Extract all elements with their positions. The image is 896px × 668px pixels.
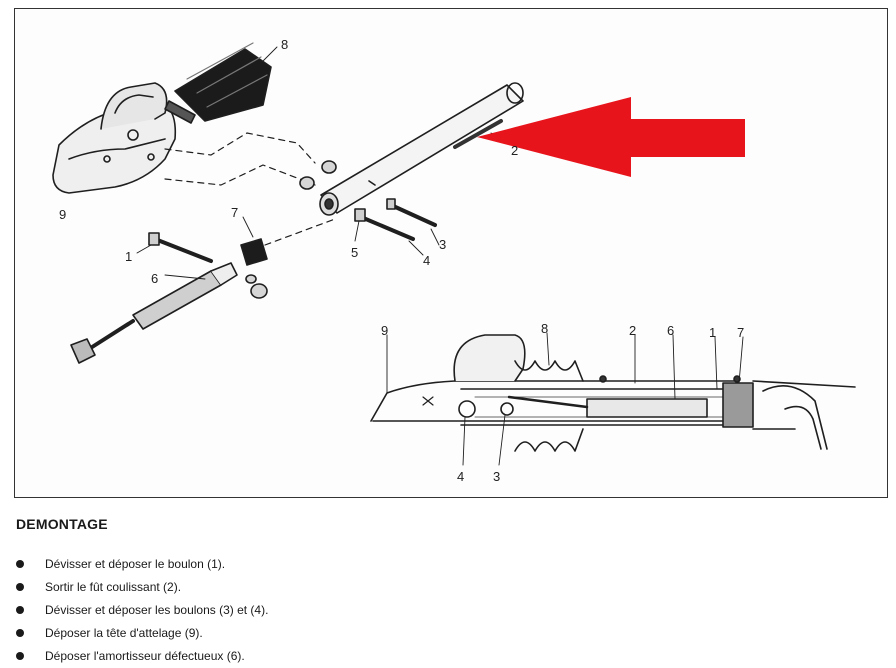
callout-1: 1 — [125, 249, 132, 264]
callout-3: 3 — [439, 237, 446, 252]
step-text: Déposer la tête d'attelage (9). — [45, 625, 203, 640]
callout-9: 9 — [59, 207, 66, 222]
bullet-icon — [16, 582, 24, 591]
callout-7: 7 — [231, 205, 238, 220]
section-callout-3: 3 — [493, 469, 500, 484]
step-item: Dévisser et déposer les boulons (3) et (… — [16, 598, 876, 621]
section-callout-2: 2 — [629, 323, 636, 338]
bolt-parts — [354, 198, 437, 241]
callout-5: 5 — [351, 245, 358, 260]
spacer-part — [240, 238, 268, 266]
section-callout-6: 6 — [667, 323, 674, 338]
callout-2: 2 — [511, 143, 518, 158]
figure-frame: 8 9 2 7 1 6 5 4 3 9 8 2 6 1 7 4 3 — [14, 8, 888, 498]
bullet-icon — [16, 651, 24, 660]
callout-4: 4 — [423, 253, 430, 268]
step-text: Sortir le fût coulissant (2). — [45, 579, 182, 594]
section-callout-8: 8 — [541, 321, 548, 336]
step-item: Déposer l'amortisseur défectueux (6). — [16, 644, 876, 667]
red-arrow — [477, 97, 745, 177]
step-text: Déposer l'amortisseur défectueux (6). — [45, 648, 245, 663]
section-callout-9: 9 — [381, 323, 388, 338]
section-title: DEMONTAGE — [16, 516, 108, 532]
disassembly-steps: Dévisser et déposer le boulon (1). Sorti… — [16, 552, 876, 667]
bullet-icon — [16, 605, 24, 614]
step-item: Dévisser et déposer le boulon (1). — [16, 552, 876, 575]
step-item: Sortir le fût coulissant (2). — [16, 575, 876, 598]
sectional-view — [370, 334, 856, 452]
bellows-part — [164, 42, 272, 124]
sliding-tube-part — [319, 82, 524, 216]
callout-8: 8 — [281, 37, 288, 52]
coupling-head-part — [52, 82, 177, 194]
assembly-guide-lines — [164, 132, 336, 246]
step-item: Déposer la tête d'attelage (9). — [16, 621, 876, 644]
bullet-icon — [16, 628, 24, 637]
step-text: Dévisser et déposer le boulon (1). — [45, 556, 226, 571]
shock-absorber-part — [70, 262, 238, 364]
exploded-diagram: 8 9 2 7 1 6 5 4 3 9 8 2 6 1 7 4 3 — [52, 37, 856, 484]
callout-6: 6 — [151, 271, 158, 286]
bolt-1-part — [148, 232, 213, 263]
step-text: Dévisser et déposer les boulons (3) et (… — [45, 602, 269, 617]
section-callout-7: 7 — [737, 325, 744, 340]
section-callout-1: 1 — [709, 325, 716, 340]
nut-part — [245, 160, 337, 299]
section-callout-4: 4 — [457, 469, 464, 484]
bullet-icon — [16, 559, 24, 568]
